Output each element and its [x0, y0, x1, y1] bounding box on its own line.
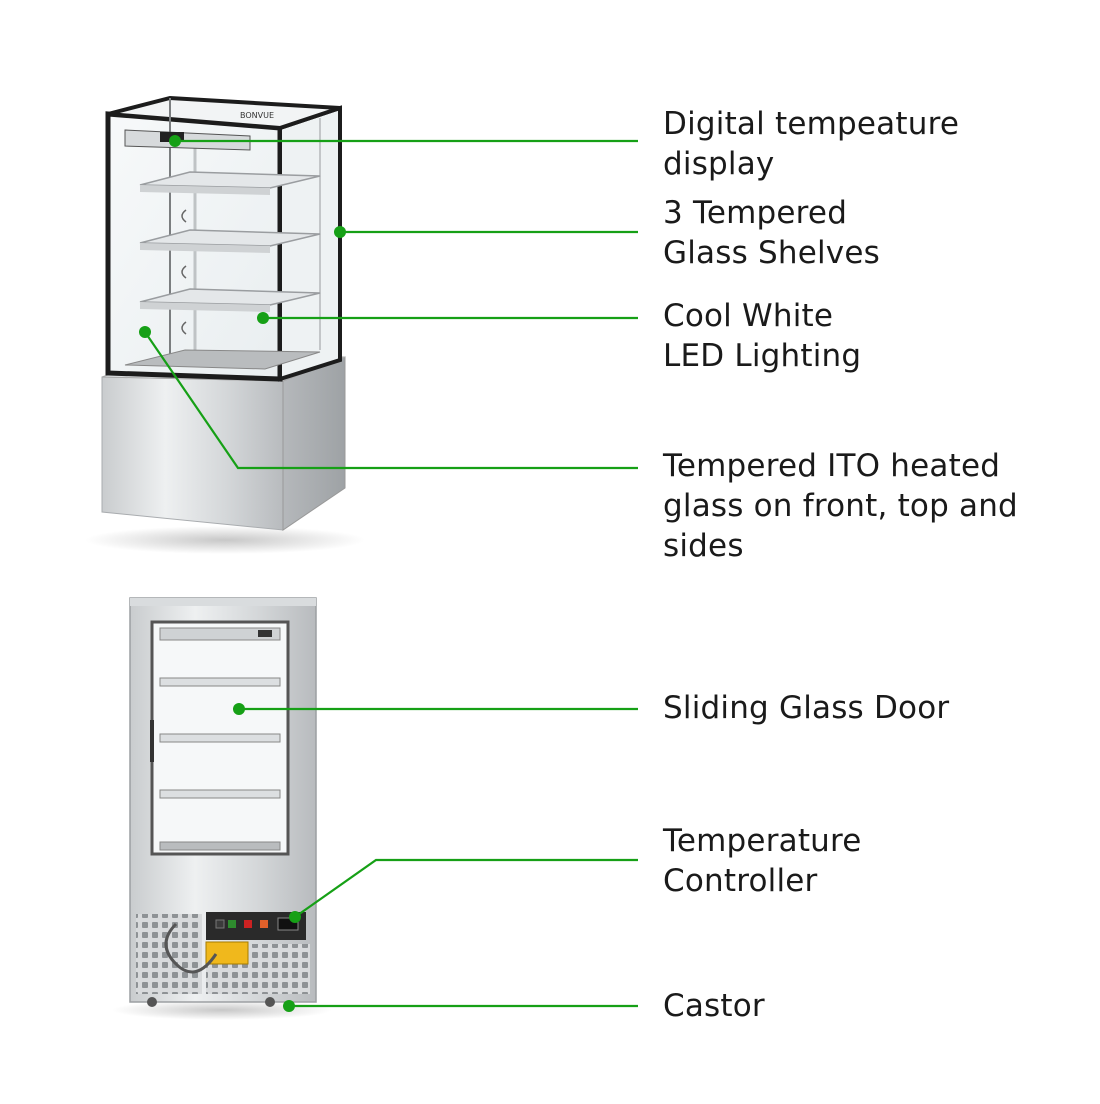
callout-led-lighting: Cool White LED Lighting: [663, 296, 861, 376]
callout-sliding-glass-door: Sliding Glass Door: [663, 688, 949, 728]
callout-line: display: [663, 146, 775, 182]
callout-digital-temperature-display: Digital tempeature display: [663, 104, 959, 184]
display-cabinet-perspective: BONVUE: [85, 95, 365, 554]
callout-tempered-glass-shelves: 3 Tempered Glass Shelves: [663, 193, 880, 273]
callout-line: Controller: [663, 863, 818, 899]
callout-line: glass on front, top and: [663, 488, 1018, 524]
display-cabinet-front: [112, 597, 332, 1020]
callout-line: Castor: [663, 988, 765, 1024]
callout-heated-glass: Tempered ITO heated glass on front, top …: [663, 446, 1018, 566]
callout-line: LED Lighting: [663, 338, 862, 374]
callout-line: 3 Tempered: [663, 195, 848, 231]
callout-line: Glass Shelves: [663, 235, 880, 271]
callout-line: Tempered ITO heated: [663, 448, 1001, 484]
callout-line: Sliding Glass Door: [663, 690, 950, 726]
callout-line: Cool White: [663, 298, 834, 334]
callout-line: Temperature: [663, 823, 862, 859]
callout-line: Digital tempeature: [663, 106, 960, 142]
callout-temperature-controller: Temperature Controller: [663, 821, 862, 901]
brand-logo-text: BONVUE: [240, 111, 274, 120]
callout-line: sides: [663, 528, 744, 564]
callout-castor: Castor: [663, 986, 765, 1026]
